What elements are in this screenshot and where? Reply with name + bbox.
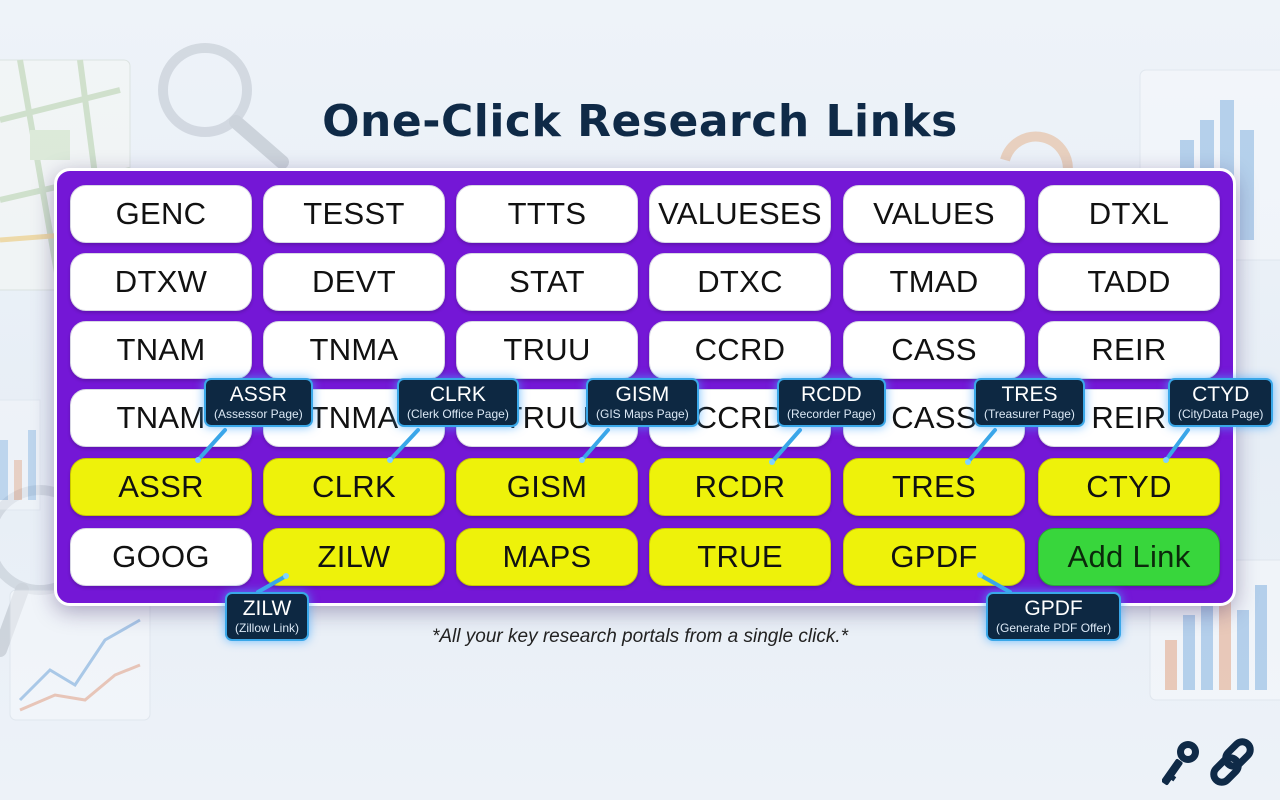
tooltip-assr: ASSR(Assessor Page): [204, 378, 313, 427]
add-link-button[interactable]: Add Link: [1038, 528, 1220, 586]
tooltip-code: TRES: [1001, 383, 1058, 406]
link-button-cass[interactable]: CASS: [843, 321, 1025, 379]
page-title: One-Click Research Links: [322, 96, 958, 147]
link-button-tadd[interactable]: TADD: [1038, 253, 1220, 311]
tooltip-tres: TRES(Treasurer Page): [974, 378, 1085, 427]
link-button-ccrd[interactable]: CCRD: [649, 321, 831, 379]
tooltip-description: (Assessor Page): [214, 407, 303, 421]
tooltip-clrk: CLRK(Clerk Office Page): [397, 378, 519, 427]
link-button-goog[interactable]: GOOG: [70, 528, 252, 586]
tooltip-description: (Treasurer Page): [984, 407, 1075, 421]
link-button-valueses[interactable]: VALUESES: [649, 185, 831, 243]
tooltip-rcdd: RCDD(Recorder Page): [777, 378, 886, 427]
link-button-dtxc[interactable]: DTXC: [649, 253, 831, 311]
tooltip-gpdf: GPDF(Generate PDF Offer): [986, 592, 1122, 641]
tooltip-gism: GISM(GIS Maps Page): [586, 378, 699, 427]
tooltip-code: GISM: [615, 383, 670, 406]
link-button-tnam[interactable]: TNAM: [70, 321, 252, 379]
tooltip-code: ASSR: [229, 383, 287, 406]
link-button-truu[interactable]: TRUU: [456, 321, 638, 379]
link-button-genc[interactable]: GENC: [70, 185, 252, 243]
tooltip-code: RCDD: [801, 383, 862, 406]
link-button-true[interactable]: TRUE: [649, 528, 831, 586]
link-button-stat[interactable]: STAT: [456, 253, 638, 311]
tooltip-description: (Zillow Link): [235, 621, 300, 635]
tooltip-description: (Clerk Office Page): [407, 407, 509, 421]
link-button-clrk[interactable]: CLRK: [263, 458, 445, 516]
tooltip-code: ZILW: [242, 597, 292, 620]
link-icon: [1210, 738, 1254, 786]
tooltip-description: (Recorder Page): [787, 407, 876, 421]
link-button-gpdf[interactable]: GPDF: [843, 528, 1025, 586]
link-button-tnma[interactable]: TNMA: [263, 321, 445, 379]
tooltip-description: (Generate PDF Offer): [996, 621, 1112, 635]
link-button-dtxw[interactable]: DTXW: [70, 253, 252, 311]
tooltip-description: (CityData Page): [1178, 407, 1264, 421]
tooltip-description: (GIS Maps Page): [596, 407, 689, 421]
link-button-assr[interactable]: ASSR: [70, 458, 252, 516]
caption: *All your key research portals from a si…: [431, 626, 849, 647]
link-button-ttts[interactable]: TTTS: [456, 185, 638, 243]
key-icon: [1162, 741, 1199, 785]
tooltip-zilw: ZILW(Zillow Link): [225, 592, 310, 641]
link-button-zilw[interactable]: ZILW: [263, 528, 445, 586]
magnifier-icon: [158, 43, 289, 169]
tooltip-code: CTYD: [1192, 383, 1250, 406]
tooltip-code: CLRK: [429, 383, 486, 406]
tooltip-ctyd: CTYD(CityData Page): [1168, 378, 1274, 427]
link-button-maps[interactable]: MAPS: [456, 528, 638, 586]
link-button-dtxl[interactable]: DTXL: [1038, 185, 1220, 243]
link-button-reir[interactable]: REIR: [1038, 321, 1220, 379]
link-button-values[interactable]: VALUES: [843, 185, 1025, 243]
link-button-tres[interactable]: TRES: [843, 458, 1025, 516]
tooltip-code: GPDF: [1024, 597, 1083, 620]
link-button-rcdr[interactable]: RCDR: [649, 458, 831, 516]
link-button-tmad[interactable]: TMAD: [843, 253, 1025, 311]
link-button-tesst[interactable]: TESST: [263, 185, 445, 243]
link-button-ctyd[interactable]: CTYD: [1038, 458, 1220, 516]
link-button-devt[interactable]: DEVT: [263, 253, 445, 311]
link-button-gism[interactable]: GISM: [456, 458, 638, 516]
